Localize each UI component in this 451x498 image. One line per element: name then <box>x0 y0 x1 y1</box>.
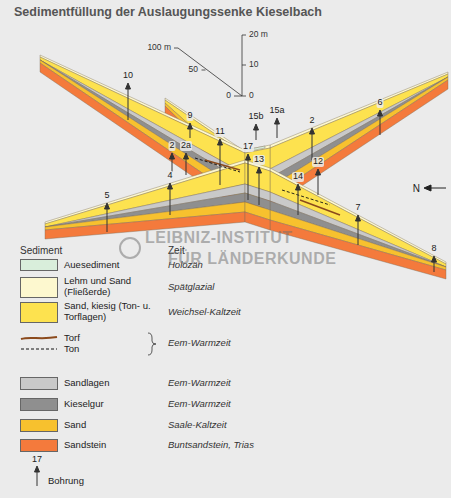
scale-label: 0 <box>226 91 231 100</box>
legend-label: Torf <box>64 333 80 344</box>
column-heading: Sediment <box>20 245 62 256</box>
legend-label: Ton <box>64 344 79 355</box>
borehole-number: 12 <box>312 157 324 167</box>
legend-swatch <box>20 398 58 411</box>
watermark: LEIBNIZ-INSTITUT <box>145 229 293 247</box>
legend-swatch <box>20 302 58 323</box>
scale-label: 100 m <box>147 43 171 52</box>
title: Sedimentfüllung der Auslaugungssenke Kie… <box>14 5 322 19</box>
borehole-number: 2 <box>168 141 175 151</box>
borehole-number: 17 <box>242 142 254 152</box>
borehole-number: 9 <box>186 111 193 121</box>
borehole-number: 4 <box>166 171 173 181</box>
legend-swatch <box>20 277 58 298</box>
borehole-number: 17 <box>31 455 43 465</box>
legend-swatch <box>20 377 58 390</box>
legend-swatch <box>20 259 58 271</box>
period-label: Spätglazial <box>168 282 214 292</box>
legend-label: Sand <box>64 420 86 431</box>
scale-label: 20 m <box>249 30 268 39</box>
borehole-number: 7 <box>354 203 361 213</box>
scale-label: 10 <box>249 60 258 69</box>
legend-label: Sand, kiesig (Ton- u. Torflagen) <box>64 301 156 323</box>
period-label: Eem-Warmzeit <box>168 378 231 388</box>
borehole-number: 13 <box>253 155 265 165</box>
legend-label: Bohrung <box>48 476 84 487</box>
borehole-number: 15b <box>247 112 264 122</box>
scale-label: 0 <box>249 91 254 100</box>
borehole-number: 5 <box>103 191 110 201</box>
legend-swatch <box>20 439 58 452</box>
scale-label: 50 <box>189 65 198 74</box>
borehole-number: 14 <box>292 172 304 182</box>
watermark: FÜR LÄNDERKUNDE <box>168 250 336 268</box>
legend-label: Lehm und Sand (Fließerde) <box>64 276 144 298</box>
legend-label: Sandlagen <box>64 378 109 389</box>
legend-swatch <box>20 419 58 432</box>
borehole-number: 10 <box>122 71 134 81</box>
legend-label: Auesediment <box>64 260 119 271</box>
legend-label: Kieselgur <box>64 399 104 410</box>
period-label: Weichsel-Kaltzeit <box>168 307 241 317</box>
borehole-number: 2 <box>308 116 315 126</box>
peat-line-sample <box>20 334 58 342</box>
north-label: N <box>413 183 420 194</box>
borehole-number: 8 <box>430 244 437 254</box>
borehole-number: 6 <box>376 98 383 108</box>
clay-line-sample <box>20 345 58 353</box>
legend-label: Sandstein <box>64 440 106 451</box>
borehole-number: 11 <box>214 127 225 137</box>
period-label: Eem-Warmzeit <box>168 338 231 348</box>
borehole-number: 15a <box>268 106 285 116</box>
borehole-number: 2a <box>180 141 192 151</box>
period-label: Saale-Kaltzeit <box>168 420 227 430</box>
period-label: Buntsandstein, Trias <box>168 440 254 450</box>
period-label: Eem-Warmzeit <box>168 399 231 409</box>
